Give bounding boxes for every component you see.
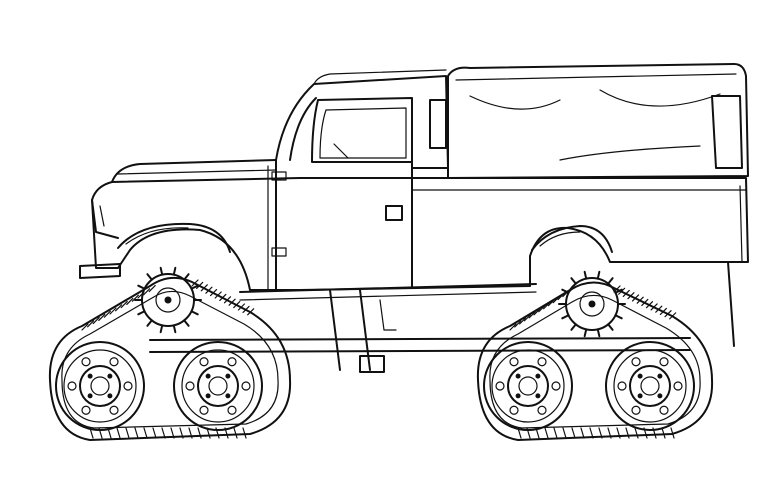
rear-road-wheel-right xyxy=(605,341,695,431)
front-road-wheel-left xyxy=(55,341,145,431)
front-drive-sprocket xyxy=(134,266,202,334)
front-road-wheel-right xyxy=(173,341,263,431)
truck-cab xyxy=(275,69,449,169)
front-track-treads xyxy=(81,279,255,439)
rear-road-wheel-left xyxy=(483,341,573,431)
truck-body xyxy=(79,159,749,301)
rear-drive-sprocket xyxy=(558,270,626,338)
front-track-assembly xyxy=(48,266,292,441)
rear-track-treads xyxy=(509,285,677,439)
canvas-tilt-cover xyxy=(447,63,749,179)
chassis-frame xyxy=(149,261,741,373)
rear-track-assembly xyxy=(476,270,714,441)
